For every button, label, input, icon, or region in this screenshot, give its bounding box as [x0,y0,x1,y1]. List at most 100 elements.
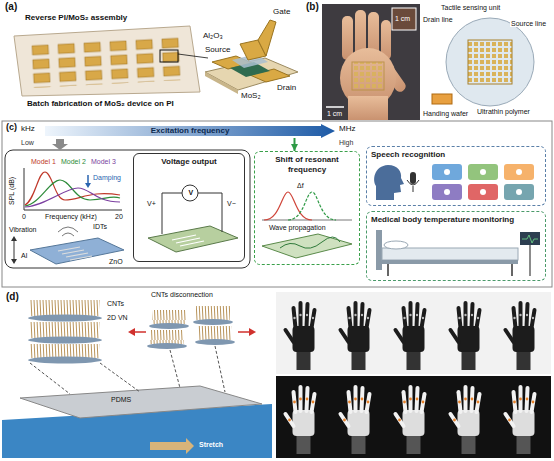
band-label: Excitation frequency [45,124,335,138]
zno-device [70,256,92,260]
speech-icons [432,164,462,180]
axis-tick: 0 [21,213,27,220]
hand-photo [342,16,353,60]
robot-hand-photos [451,387,480,454]
hospital-bed [384,241,408,249]
cnt-vn-stack [30,322,100,338]
speech-icons [374,165,404,200]
panel-label: (c) [5,123,18,132]
frequency-label: kHz [20,125,36,133]
part-label: Drain [276,84,297,92]
stretched-stack [196,306,230,320]
speech-icons [516,189,522,195]
speech-icons [413,186,414,192]
band-arrow [45,124,335,138]
curve-label: Model 3 [90,158,117,165]
pi-sheet [160,50,178,62]
robot-hand-photos [276,376,551,458]
axis-label: SPL (dB) [8,176,15,206]
zno-device [30,238,124,264]
panel-label: (b) [305,2,320,12]
robot-hand-photos [506,303,535,370]
zno-device [66,253,88,257]
speech-icons [410,172,416,184]
hospital-bed [376,230,540,276]
voltage-device [198,193,222,232]
spl-chart [85,183,91,188]
box-title: Shift of resonant frequency [259,155,355,174]
cnt-vn-stack [28,315,102,322]
tactile-device-schematic [432,94,452,104]
hospital-bed [520,232,540,245]
pi-sheet [30,36,188,88]
zno-device [14,240,15,260]
speech-icons [407,180,419,185]
hand-photo [322,4,420,120]
speech-icons [444,169,450,175]
cnt-vn-stack [30,300,100,316]
stretched-stack [147,343,187,349]
frequency-label: High [338,139,354,146]
stretched-stack [198,326,232,340]
stretched-stack [249,328,256,336]
hospital-bed [382,248,518,260]
part-label: Source line [510,20,547,27]
part-label: Wave propagation [268,224,327,231]
part-label: PDMS [110,396,132,403]
voltage-device [172,235,204,246]
resonance-shift [262,192,352,258]
resonance-shift [262,234,352,258]
hand-photo [352,62,384,90]
hand-photo [322,4,420,120]
part-label: Drain line [422,16,454,23]
speech-icons [468,184,498,200]
speech-icons [374,164,534,200]
voltage-device [162,193,182,234]
stretched-stack [152,310,186,324]
scale-label: 1 cm [326,110,343,117]
hospital-bed [382,260,518,264]
speech-icons [444,189,450,195]
frequency-label: Low [20,139,35,146]
resonance-shift [262,220,352,221]
meter-symbol: V [188,189,195,196]
tactile-device-schematic [446,18,534,106]
pi-sheet [14,26,208,96]
spl-chart [87,175,89,183]
spl-chart [25,188,120,207]
voltage-device [180,241,204,246]
robot-hand-photos [276,292,551,374]
panel-c-frame [5,150,250,268]
stretched-stack [193,319,233,325]
zno-device [58,227,78,236]
hospital-bed [522,235,538,243]
spl-chart [24,168,122,210]
signal-label: V+ [146,200,157,207]
zno-device [11,236,17,241]
robot-hand-photos [341,387,370,454]
signal-label: V− [226,200,237,207]
voltage-device [148,185,238,252]
panel-c-frame [2,121,552,287]
cnt-vn-stack [28,337,102,344]
frequency-band: Excitation frequency [45,124,335,138]
spl-chart [24,168,122,210]
speech-icons [444,169,522,195]
panel-c-frame [52,139,68,150]
pi-sheet [178,54,208,58]
cnt-vn-stack [28,357,102,364]
speech-icons [504,184,534,200]
robot-hand-photos [396,387,425,454]
mode-box: Voltage output [133,153,245,262]
stretched-stack [238,331,250,333]
caption-text: Batch fabrication of MoS₂ device on PI [26,100,175,108]
zno-device [58,247,80,251]
flow-arrow [294,138,296,151]
stretch-substrate [150,438,194,454]
part-label: Source [204,46,231,54]
panel-label: (d) [5,292,20,302]
pi-sheet [14,26,200,96]
part-label: Al₂O₃ [202,32,224,40]
stretched-stack [195,339,235,345]
annotation-label: Δf [296,182,305,189]
